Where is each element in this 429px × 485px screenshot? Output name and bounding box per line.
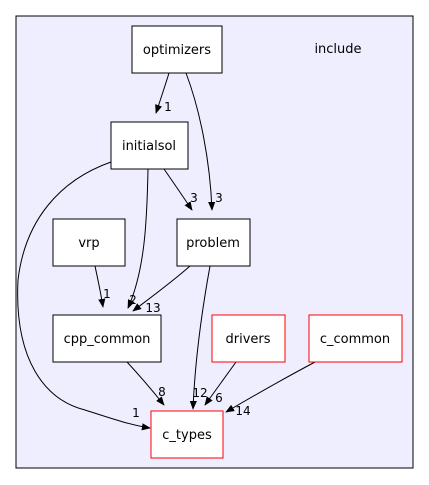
node-label-problem: problem [186,236,240,251]
node-vrp[interactable]: vrp [52,218,126,267]
edge-label-initialsol-problem: 3 [190,191,198,205]
edge-label-cpp-common-c-types: 8 [158,385,166,399]
edge-label-drivers-c-types: 6 [215,391,223,405]
cluster-label-include: include [314,42,361,57]
node-problem[interactable]: problem [176,218,251,267]
edge-cpp-common-c-types[interactable] [126,361,165,406]
edge-label-problem-cpp-common: 13 [145,301,160,315]
node-label-c-common: c_common [320,332,390,347]
edge-problem-cpp-common[interactable] [132,265,191,312]
edge-initialsol-cpp-common[interactable] [127,168,149,309]
edge-problem-c-types[interactable] [189,265,211,410]
node-label-initialsol: initialsol [122,139,176,154]
edge-label-initialsol-c-types: 1 [132,406,140,420]
edges [17,72,316,431]
node-c-common[interactable]: c_common [308,314,403,363]
node-drivers[interactable]: drivers [211,314,286,363]
node-label-drivers: drivers [225,332,270,347]
node-c-types[interactable]: c_types [150,410,224,459]
edge-label-problem-c-types: 12 [192,386,207,400]
edge-optimizers-problem[interactable] [185,72,216,211]
edge-label-initialsol-cpp-common: 2 [129,293,137,307]
edge-c-common-c-types[interactable] [225,361,316,413]
node-label-optimizers: optimizers [143,43,211,58]
edge-label-optimizers-problem: 3 [215,191,223,205]
edge-labels: 1 3 3 2 1 1 13 12 8 6 14 [103,100,250,420]
edge-drivers-c-types[interactable] [204,361,237,406]
node-label-cpp-common: cpp_common [64,332,151,347]
node-cpp-common[interactable]: cpp_common [52,314,162,363]
edge-optimizers-initialsol[interactable] [155,72,170,114]
node-label-vrp: vrp [78,236,99,251]
edge-initialsol-c-types[interactable] [17,161,151,431]
edge-initialsol-problem[interactable] [163,168,193,211]
node-label-c-types: c_types [162,428,212,443]
edge-label-vrp-cpp-common: 1 [103,287,111,301]
edge-vrp-cpp-common[interactable] [94,265,106,308]
node-optimizers[interactable]: optimizers [131,25,223,74]
edge-label-c-common-c-types: 14 [235,404,250,418]
edge-label-optimizers-initialsol: 1 [164,100,172,114]
node-initialsol[interactable]: initialsol [110,121,189,170]
